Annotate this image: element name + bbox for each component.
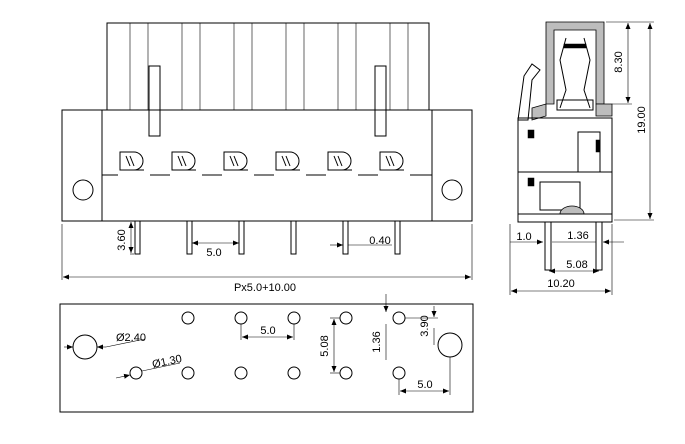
dim-top-height: 8.30 xyxy=(606,21,632,105)
dim-pin-length: 3.60 xyxy=(116,220,134,255)
pcb-outline xyxy=(59,303,474,413)
dim-row-spacing-label: 5.08 xyxy=(319,335,331,356)
screw-terminal xyxy=(223,151,248,171)
dim-total-length: Px5.0+10.00 xyxy=(61,224,473,294)
plug-ribs xyxy=(129,23,409,110)
pcb-mount-hole-right xyxy=(437,332,463,358)
dim-pin-offset-label: 1.36 xyxy=(567,230,588,242)
dim-pin-spacing: 5.08 xyxy=(549,259,599,274)
dim-pin-offset: 1.36 xyxy=(552,230,624,245)
screw-terminal xyxy=(119,151,144,171)
header-body xyxy=(61,109,473,222)
mounting-hole-right xyxy=(441,179,463,201)
dim-total-height-label: 19.00 xyxy=(636,106,648,134)
latch-lever xyxy=(517,63,541,121)
front-view: 3.60 5.0 0.40 Px5.0+10.00 xyxy=(61,22,473,294)
dim-pin-hole-diameter-label: Ø1.30 xyxy=(151,353,183,371)
dim-mount-hole-diameter-label: Ø2.40 xyxy=(116,332,146,344)
dim-pcb-pitch: 5.0 xyxy=(240,324,295,340)
screw-terminal xyxy=(327,151,352,171)
pcb-layout: Ø2.40 Ø1.30 5.0 5.08 1.36 xyxy=(59,294,474,413)
solder-pins xyxy=(134,220,401,255)
dim-pin-length-label: 3.60 xyxy=(116,229,128,250)
dim-width: 10.20 xyxy=(509,224,613,295)
lock-post-right xyxy=(374,65,387,137)
side-pin-left xyxy=(544,221,552,271)
dim-mount-hole-diameter: Ø2.40 xyxy=(64,332,146,350)
dim-pcb-pitch-label: 5.0 xyxy=(260,325,275,337)
side-header-body xyxy=(517,117,613,223)
screw-terminal xyxy=(275,151,300,171)
dim-mount-hole-offset: 3.90 xyxy=(405,306,438,345)
dim-edge-pitch-label: 5.0 xyxy=(417,379,432,391)
dim-total-length-label: Px5.0+10.00 xyxy=(234,282,296,294)
dim-row-offset-label: 1.36 xyxy=(371,331,383,352)
dim-row-offset: 1.36 xyxy=(371,294,389,360)
dim-top-height-label: 8.30 xyxy=(613,51,625,72)
screw-terminal xyxy=(379,151,404,171)
mounting-hole-left xyxy=(72,179,94,201)
lock-post-left xyxy=(148,65,161,137)
dim-pitch-label: 5.0 xyxy=(206,247,221,259)
dim-mount-hole-offset-label: 3.90 xyxy=(419,315,431,336)
side-view: 8.30 19.00 1.0 1.36 5.08 xyxy=(509,21,654,295)
dim-edge-pitch: 5.0 xyxy=(398,357,451,395)
pcb-mount-hole-left xyxy=(72,334,98,360)
dim-pin-hole-diameter: Ø1.30 xyxy=(115,353,183,379)
dim-pin-spacing-label: 5.08 xyxy=(566,259,587,271)
dim-left-offset: 1.0 xyxy=(510,231,543,245)
dim-width-label: 10.20 xyxy=(547,278,575,290)
dim-pin-thickness-label: 0.40 xyxy=(369,235,390,247)
side-pin-right xyxy=(595,221,603,271)
dim-pitch: 5.0 xyxy=(192,240,239,259)
dim-left-offset-label: 1.0 xyxy=(516,231,531,243)
plug-section xyxy=(545,21,605,105)
dim-row-spacing: 5.08 xyxy=(319,317,340,374)
screw-terminal xyxy=(171,151,196,171)
dim-pin-thickness: 0.40 xyxy=(330,235,392,248)
dim-total-height: 19.00 xyxy=(614,21,654,221)
pcb-pin-holes xyxy=(129,311,406,380)
